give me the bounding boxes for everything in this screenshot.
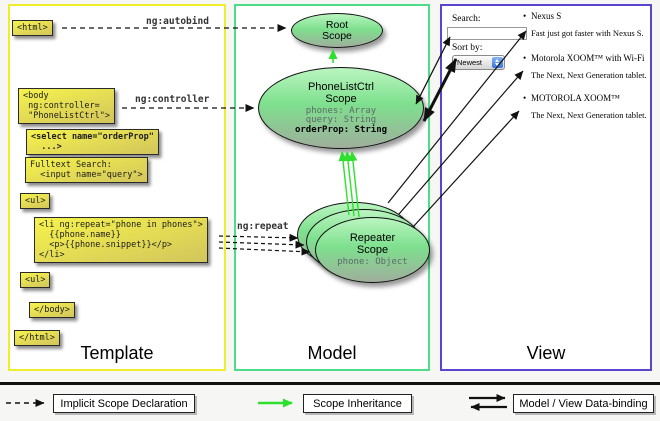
search-label: Search: bbox=[452, 14, 481, 24]
phone-list-item: • Nexus S Fast just got faster with Nexus… bbox=[523, 11, 651, 38]
sort-dropdown[interactable]: Newest bbox=[452, 55, 505, 70]
dropdown-stepper-icon bbox=[492, 57, 503, 68]
phone-name: Nexus S bbox=[531, 11, 562, 21]
bullet-icon: • bbox=[523, 53, 527, 63]
phonelistctrl-prop-orderprop: orderProp: String bbox=[294, 124, 388, 135]
code-fulltext-search: Fulltext Search: <input name="query"> bbox=[25, 157, 148, 183]
view-column-label: View bbox=[526, 343, 566, 363]
bullet-icon: • bbox=[523, 93, 527, 103]
root-scope-ellipse: Root Scope bbox=[291, 13, 383, 48]
legend-implicit-scope-declaration: Implicit Scope Declaration bbox=[53, 394, 195, 413]
repeater-prop-phone: phone: Object bbox=[337, 257, 408, 268]
legend-model-view-databinding: Model / View Data-binding bbox=[513, 394, 654, 413]
ng-controller-label: ng:controller bbox=[135, 94, 210, 105]
phone-snippet: Fast just got faster with Nexus S. bbox=[531, 28, 644, 38]
phone-list-item: • Motorola XOOM™ with Wi-Fi The Next, Nex… bbox=[523, 53, 651, 80]
phonelistctrl-prop-query: query: String bbox=[305, 115, 377, 126]
phonelistctrl-scope-title: PhoneListCtrl Scope bbox=[307, 80, 375, 105]
repeater-scope-ellipse-front: Repeater Scope phone: Object bbox=[315, 217, 430, 283]
sort-by-label: Sort by: bbox=[452, 43, 483, 53]
code-body-open: <body ng:controller= "PhoneListCtrl"> bbox=[18, 88, 115, 124]
code-html-close: </html> bbox=[14, 330, 60, 346]
phone-list-item: • MOTOROLA XOOM™ The Next, Next Generatio… bbox=[523, 93, 651, 120]
code-ul-close: <ul> bbox=[20, 272, 51, 288]
ng-repeat-label: ng:repeat bbox=[237, 221, 289, 232]
code-body-close: </body> bbox=[29, 302, 75, 318]
phonelistctrl-scope-ellipse: PhoneListCtrl Scope phones: Array query:… bbox=[258, 67, 424, 149]
model-column: Model bbox=[234, 4, 430, 371]
code-html-open: <html> bbox=[12, 20, 53, 36]
code-select: <select name="orderProp" ...> bbox=[26, 129, 159, 155]
model-column-label: Model bbox=[307, 343, 357, 363]
legend-separator-line bbox=[0, 382, 660, 385]
phonelistctrl-prop-phones: phones: Array bbox=[305, 105, 377, 116]
legend-scope-inheritance: Scope Inheritance bbox=[303, 394, 412, 413]
phone-name: MOTOROLA XOOM™ bbox=[531, 93, 620, 103]
root-scope-title: Root Scope bbox=[322, 18, 352, 42]
code-li-repeat: <li ng:repeat="phone in phones"> {{phone… bbox=[34, 217, 208, 263]
repeater-scope-title: Repeater Scope bbox=[349, 232, 396, 257]
sort-dropdown-value: Newest bbox=[457, 58, 483, 67]
phone-name: Motorola XOOM™ with Wi-Fi bbox=[531, 53, 645, 63]
search-input[interactable] bbox=[447, 27, 527, 40]
phone-snippet: The Next, Next Generation tablet. bbox=[531, 110, 647, 120]
phone-snippet: The Next, Next Generation tablet. bbox=[531, 70, 647, 80]
ng-autobind-label: ng:autobind bbox=[146, 16, 209, 27]
bullet-icon: • bbox=[523, 11, 527, 21]
template-column-label: Template bbox=[80, 343, 154, 363]
code-ul-open: <ul> bbox=[20, 193, 51, 209]
